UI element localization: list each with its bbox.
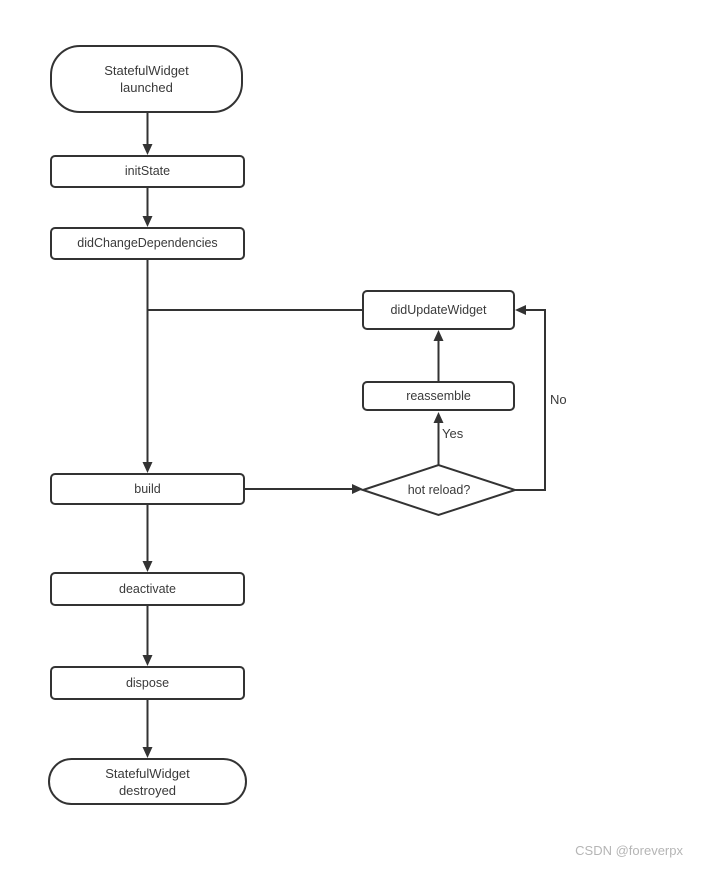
node-build: build [50, 473, 245, 505]
watermark: CSDN @foreverpx [575, 843, 683, 858]
node-dispose-label: dispose [125, 675, 170, 690]
node-statefulwidget-destroyed: StatefulWidget destroyed [48, 758, 247, 805]
arrowhead-into-reassemble [433, 412, 444, 423]
arrowhead-into-end [142, 747, 153, 758]
hot-reload-diamond [359, 463, 519, 517]
edge-label-yes: Yes [442, 426, 464, 441]
arrowhead-into-deactivate [142, 561, 153, 572]
node-didupdatewidget-label: didUpdateWidget [390, 302, 487, 317]
arrowhead-into-initstate [142, 144, 153, 155]
node-initstate-label: initState [124, 164, 171, 178]
node-deactivate-label: deactivate [119, 581, 176, 596]
arrowhead-into-didupdatewidget-bottom [433, 330, 444, 341]
node-initstate: initState [50, 155, 245, 188]
node-build-label: build [134, 481, 161, 496]
arrowhead-into-dispose [142, 655, 153, 666]
node-reassemble: reassemble [362, 381, 515, 411]
node-didchangedependencies-label: didChangeDependencies [77, 236, 218, 250]
arrowhead-into-build [142, 462, 153, 473]
edge-hotreload-no-loop [515, 309, 546, 491]
node-dispose: dispose [50, 666, 245, 700]
node-hot-reload-text: hot reload? [407, 483, 471, 497]
arrowhead-into-didupdatewidget-right [515, 305, 526, 315]
node-deactivate: deactivate [50, 572, 245, 606]
node-hot-reload-label: hot reload? [363, 465, 515, 515]
node-didupdatewidget: didUpdateWidget [362, 290, 515, 330]
node-reassemble-label: reassemble [406, 388, 471, 403]
arrowhead-into-didchangedependencies [142, 216, 153, 227]
node-statefulwidget-launched-label: StatefulWidget launched [104, 63, 189, 95]
node-didchangedependencies: didChangeDependencies [50, 227, 245, 260]
edge-label-no: No [550, 392, 567, 407]
node-statefulwidget-destroyed-label: StatefulWidget destroyed [105, 765, 190, 798]
arrowhead-into-hotreload [352, 484, 363, 494]
node-statefulwidget-launched: StatefulWidget launched [50, 45, 243, 113]
